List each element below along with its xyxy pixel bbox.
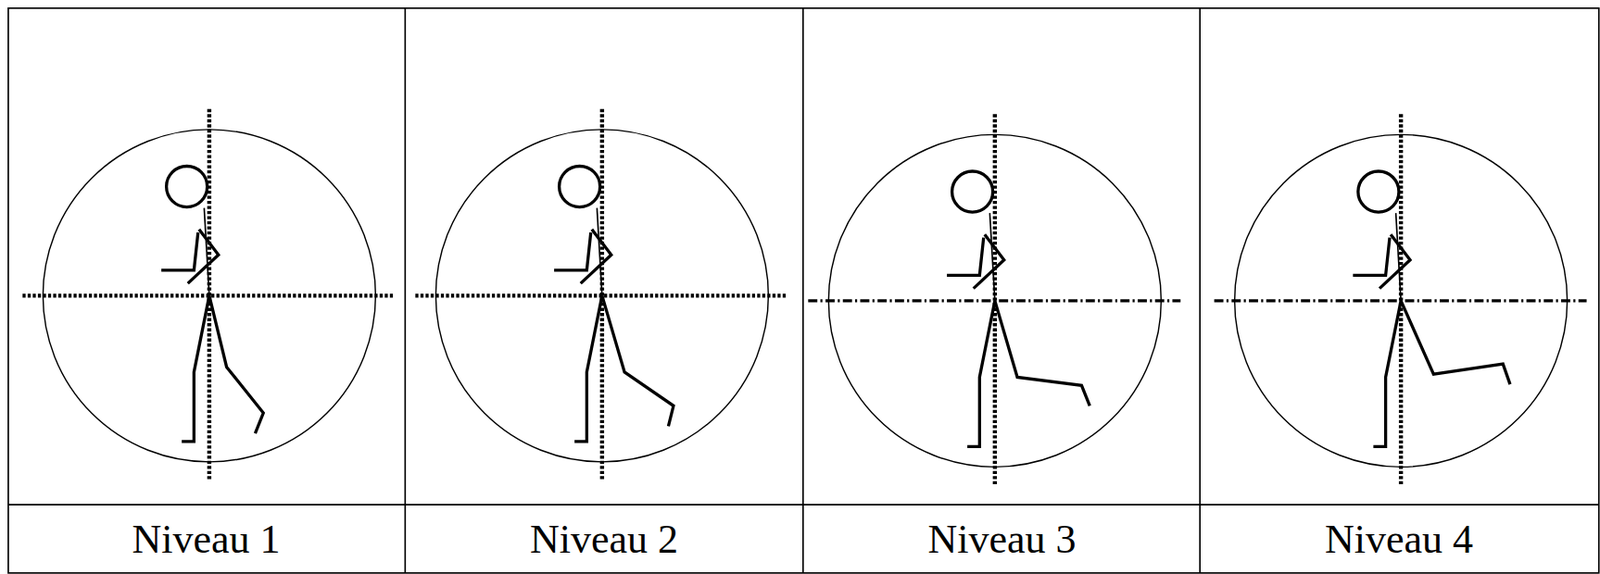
figure-head: [952, 171, 994, 213]
figure-arm: [1352, 238, 1390, 277]
figure-arm: [188, 229, 219, 284]
figure-head: [559, 166, 601, 208]
level-panel: [807, 113, 1181, 485]
table-border: [8, 8, 1600, 574]
figure-stance-leg: [574, 295, 603, 441]
figure-arm: [973, 234, 1005, 289]
level-panel: [415, 109, 788, 480]
figure-arm: [580, 229, 612, 284]
level-label: Niveau 3: [928, 519, 1077, 561]
figure-torso: [989, 213, 996, 302]
figure-head: [166, 166, 208, 208]
stick-figure: [161, 166, 264, 442]
figure-arm: [946, 238, 984, 277]
stick-figure: [554, 166, 674, 442]
table-column-divider: [802, 8, 805, 574]
figure-arm: [1379, 234, 1411, 289]
table-column-divider: [403, 8, 406, 574]
level-label: Niveau 2: [529, 519, 679, 561]
figure-stance-leg: [967, 301, 996, 447]
level-label: Niveau 4: [1324, 519, 1474, 561]
level-panel: [22, 109, 395, 480]
level-panel: [1214, 113, 1588, 485]
figure-swing-leg: [1400, 301, 1511, 385]
stick-figure: [946, 171, 1090, 447]
figure-swing-leg: [209, 295, 264, 434]
figure-stance-leg: [1373, 301, 1401, 447]
figure-torso: [1396, 213, 1402, 302]
figure-stance-leg: [181, 295, 210, 441]
figure-torso: [203, 208, 210, 297]
stick-figure: [1352, 171, 1511, 447]
figure-arm: [554, 232, 592, 271]
table-column-divider: [1198, 8, 1201, 574]
figure-head: [1358, 171, 1399, 213]
figure-arm: [161, 232, 199, 271]
level-label: Niveau 1: [131, 519, 280, 561]
figure-swing-leg: [602, 295, 674, 427]
figure-swing-leg: [995, 301, 1090, 406]
figure-torso: [596, 208, 603, 297]
